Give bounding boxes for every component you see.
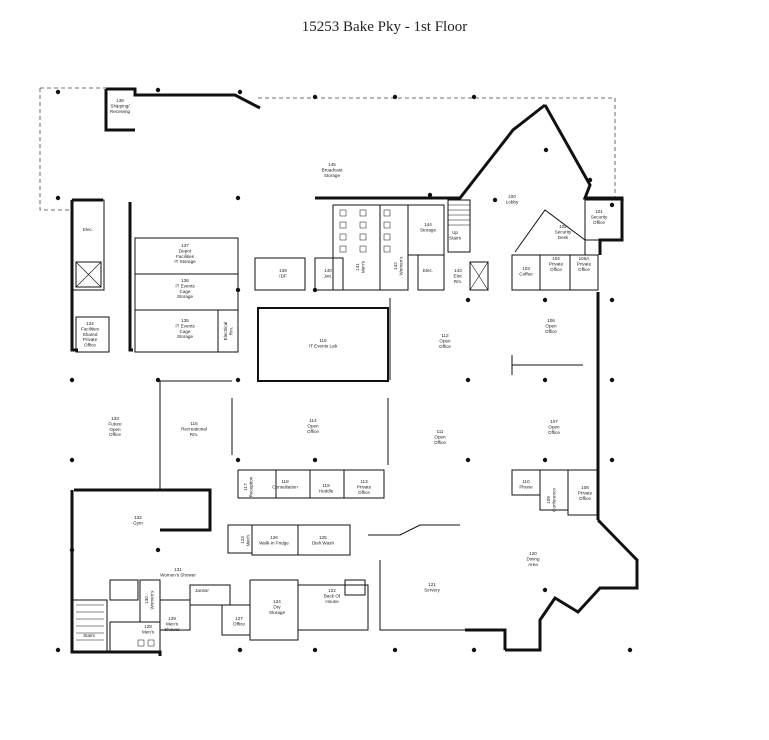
column-marker: [312, 287, 318, 293]
column-marker: [471, 94, 477, 100]
column-marker: [312, 94, 318, 100]
room-label: 141Men's: [355, 260, 365, 273]
room-label: 117Reception: [243, 476, 253, 497]
column-marker: [492, 197, 498, 203]
column-marker: [543, 147, 549, 153]
structural-columns: [55, 87, 633, 653]
column-marker: [609, 457, 615, 463]
column-marker: [627, 647, 633, 653]
column-marker: [155, 87, 161, 93]
room-label: Elec.: [83, 227, 93, 232]
column-marker: [542, 297, 548, 303]
column-marker: [235, 195, 241, 201]
column-marker: [235, 287, 241, 293]
column-marker: [542, 587, 548, 593]
column-marker: [542, 377, 548, 383]
column-marker: [312, 647, 318, 653]
interior-walls: [71, 199, 623, 653]
room-label: 109Conference: [546, 488, 556, 512]
column-marker: [312, 457, 318, 463]
room-label: 142Women's: [393, 256, 403, 276]
column-marker: [235, 377, 241, 383]
room-label: Elec.: [423, 268, 433, 273]
column-marker: [69, 457, 75, 463]
column-marker: [609, 202, 615, 208]
column-marker: [235, 457, 241, 463]
column-marker: [237, 89, 243, 95]
room-label: Stairs: [83, 633, 95, 638]
column-marker: [155, 547, 161, 553]
column-marker: [465, 377, 471, 383]
column-marker: [587, 177, 593, 183]
column-marker: [542, 457, 548, 463]
column-marker: [465, 457, 471, 463]
column-marker: [55, 647, 61, 653]
floor-plan-title: 15253 Bake Pky - 1st Floor: [301, 19, 468, 35]
column-marker: [609, 377, 615, 383]
column-marker: [392, 647, 398, 653]
column-marker: [392, 94, 398, 100]
column-marker: [609, 297, 615, 303]
column-marker: [465, 297, 471, 303]
column-marker: [155, 377, 161, 383]
room-label: 130Women's: [144, 590, 154, 610]
column-marker: [69, 547, 75, 553]
room-label: 123Mech.: [240, 534, 250, 547]
column-marker: [237, 647, 243, 653]
column-marker: [55, 195, 61, 201]
column-marker: [55, 89, 61, 95]
column-marker: [69, 377, 75, 383]
column-marker: [471, 647, 477, 653]
column-marker: [427, 192, 433, 198]
room-label: Janitor: [195, 588, 209, 593]
exterior-walls: [70, 87, 639, 656]
room-label: ElectricalRm.: [223, 322, 233, 341]
